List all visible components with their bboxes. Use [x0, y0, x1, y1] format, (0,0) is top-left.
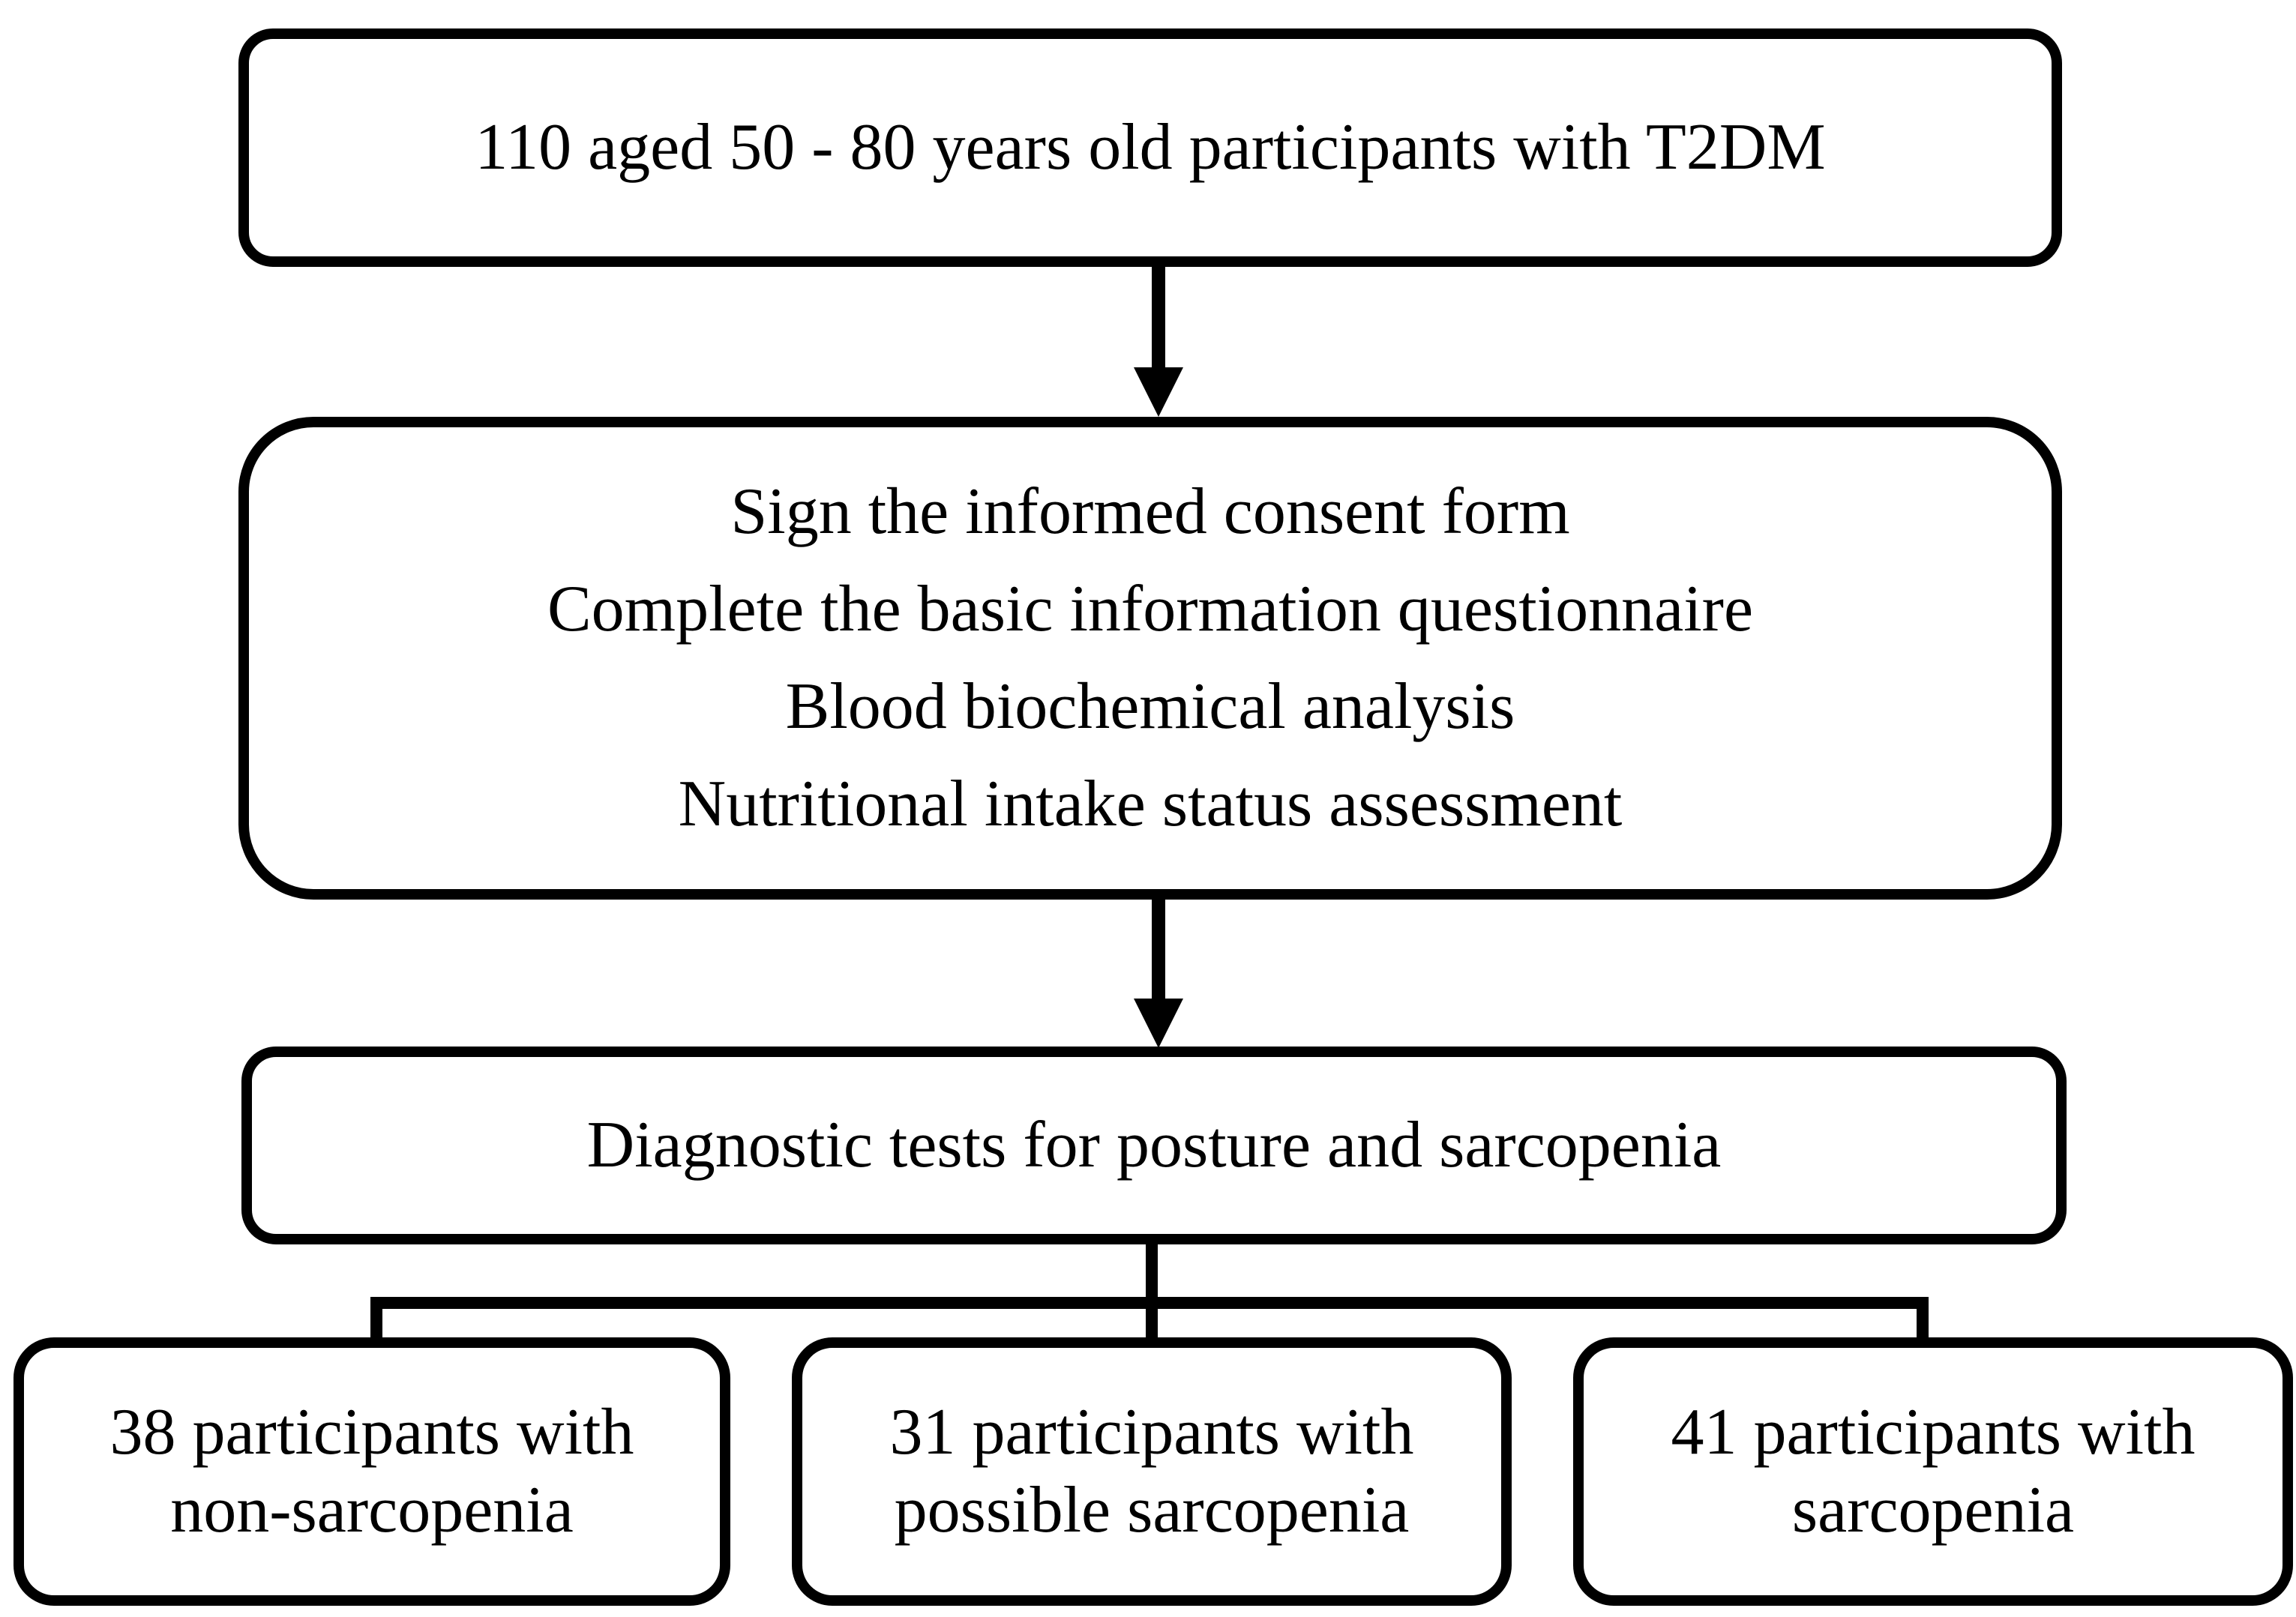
outcome-sarcopenia-box: 41 participants with sarcopenia — [1573, 1337, 2293, 1606]
outcome-non-sarcopenia-label: non-sarcopenia — [170, 1474, 574, 1547]
recruitment-box: 110 aged 50 - 80 years old participants … — [238, 28, 2062, 267]
outcome-non-sarcopenia-count: 38 participants with — [109, 1396, 634, 1469]
outcome-possible-sarcopenia-box: 31 participants with possible sarcopenia — [792, 1337, 1512, 1606]
outcome-sarcopenia-count: 41 participants with — [1671, 1396, 2196, 1469]
procedure-consent: Sign the informed consent form — [730, 475, 1570, 548]
outcome-possible-sarcopenia-count: 31 participants with — [889, 1396, 1414, 1469]
diagnostic-box: Diagnostic tests for posture and sarcope… — [241, 1047, 2067, 1244]
procedure-nutrition: Nutritional intake status assessment — [678, 768, 1623, 840]
arrow-middle-to-diagnostic-head — [1134, 999, 1183, 1048]
arrow-top-to-middle-head — [1134, 367, 1183, 417]
outcome-sarcopenia-label: sarcopenia — [1791, 1474, 2075, 1547]
recruitment-text: 110 aged 50 - 80 years old participants … — [475, 110, 1826, 184]
diagnostic-text: Diagnostic tests for posture and sarcope… — [586, 1108, 1722, 1181]
procedures-box: Sign the informed consent form Complete … — [238, 417, 2062, 900]
procedure-questionnaire: Complete the basic information questionn… — [547, 573, 1754, 645]
procedure-blood-analysis: Blood biochemical analysis — [785, 670, 1515, 743]
outcome-non-sarcopenia-box: 38 participants with non-sarcopenia — [13, 1337, 730, 1606]
outcome-possible-sarcopenia-label: possible sarcopenia — [894, 1474, 1410, 1547]
